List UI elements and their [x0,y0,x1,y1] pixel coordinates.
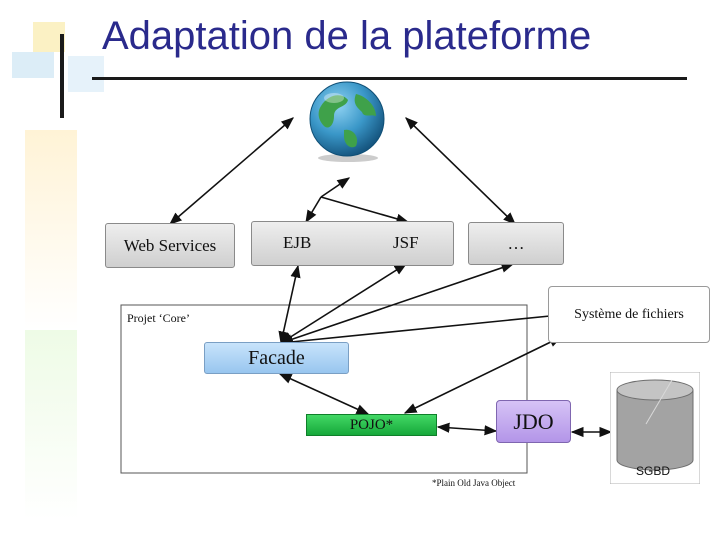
title-underline [92,77,687,80]
arrow-facade-pojo [278,373,370,415]
arrow-globe-ejb-jsf [320,177,351,198]
page-title: Adaptation de la plateforme [102,14,592,58]
database-icon [610,372,700,484]
jsf-label: JSF [393,233,419,252]
arrow-pojo-jdo [436,422,498,436]
projet-core-frame [120,304,528,474]
arrow-split-ejb [305,196,322,224]
arrow-jdo-fichiers [403,336,563,414]
arrow-jsf-facade [279,263,408,344]
decor-tile [25,330,77,520]
ejb-label: EJB [283,233,312,252]
jdo-node: JDO [496,400,571,443]
arrow-fichiers-facade [279,311,562,347]
footnote: *Plain Old Java Object [432,478,516,488]
systeme-fichiers-label: Système de fichiers [574,306,684,322]
ejb-jsf-node: EJB JSF [251,221,454,266]
pojo-label: POJO* [349,416,394,433]
decor-tile [68,56,104,92]
sgbd-label: SGBD [636,464,671,478]
pojo-node: POJO* [306,414,437,436]
web-services-node: Web Services [105,223,235,268]
jdo-label: JDO [513,408,554,434]
arrow-globe-webservices [169,117,294,225]
arrow-globe-ellipsis [405,117,516,225]
decor-tile [33,22,65,52]
systeme-fichiers-node: Système de fichiers [548,286,710,343]
ellipsis-label: … [507,233,525,253]
arrow-split-jsf [320,196,410,224]
projet-core-label: Projet ‘Core’ [127,311,190,325]
title-vertical-rule [60,34,64,118]
decor-tile [25,130,77,330]
facade-node: Facade [204,342,349,374]
globe-icon [309,81,385,162]
ellipsis-node: … [468,222,564,265]
web-services-label: Web Services [123,235,217,255]
facade-label: Facade [248,346,305,369]
decor-tile [12,52,54,78]
